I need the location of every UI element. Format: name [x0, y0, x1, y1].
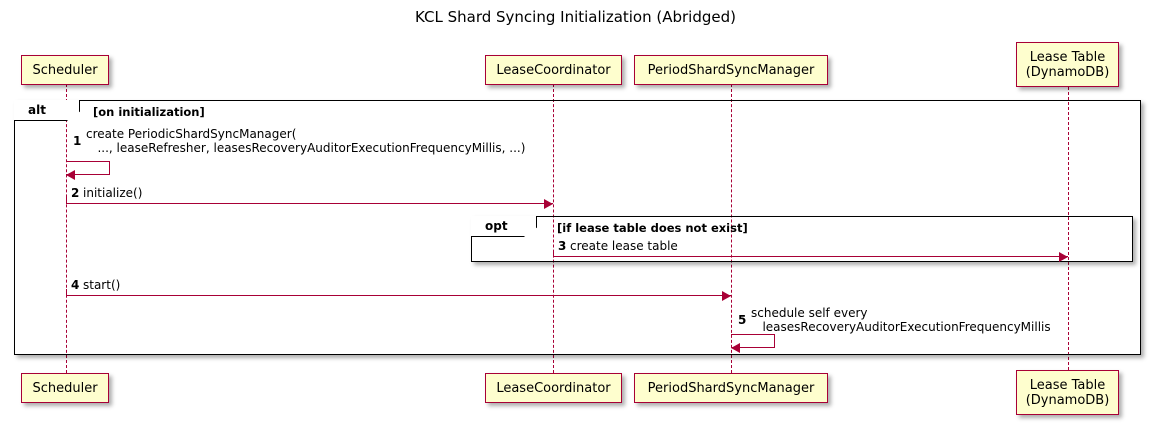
message-4-sequence-number: 4 [71, 278, 80, 292]
participant-label: PeriodShardSyncManager [647, 62, 815, 78]
message-1-sequence-number: 1 [73, 134, 82, 148]
diagram-title: KCL Shard Syncing Initialization (Abridg… [415, 8, 736, 26]
message-2-arrowhead [544, 199, 553, 209]
fragment-opt-operator-box: opt [471, 216, 537, 237]
participant-label: Lease Table (DynamoDB) [1025, 49, 1110, 80]
participant-label: PeriodShardSyncManager [647, 380, 815, 396]
lifeline-lease-table [1068, 87, 1069, 370]
message-4-line[interactable] [66, 295, 731, 296]
message-2-origin-tick [66, 197, 67, 204]
fragment-operator-label: opt [485, 219, 508, 233]
fragment-alt-operator-box: alt [14, 100, 80, 121]
fragment-opt [471, 216, 1133, 262]
participant-lease-coordinator-bottom[interactable]: LeaseCoordinator [485, 373, 622, 403]
message-4-origin-tick [66, 289, 67, 296]
participant-scheduler-bottom[interactable]: Scheduler [21, 373, 109, 403]
participant-lease-table-bottom[interactable]: Lease Table (DynamoDB) [1016, 370, 1119, 415]
participant-period-shard-sync-manager-top[interactable]: PeriodShardSyncManager [634, 55, 828, 85]
participant-label: Scheduler [32, 380, 98, 396]
message-5-self-loop[interactable] [731, 334, 775, 348]
message-3-line[interactable] [553, 256, 1068, 257]
message-2-sequence-number: 2 [71, 186, 80, 200]
message-3-arrowhead [1059, 252, 1068, 262]
lifeline-lease-coordinator [553, 84, 554, 373]
message-5-sequence-number: 5 [738, 313, 747, 327]
participant-label: LeaseCoordinator [496, 380, 611, 396]
participant-lease-table-top[interactable]: Lease Table (DynamoDB) [1016, 42, 1119, 87]
lifeline-period-shard-sync-manager [731, 84, 732, 373]
lifeline-scheduler [66, 84, 67, 373]
message-5-arrowhead [731, 343, 740, 353]
message-1-arrowhead [66, 170, 75, 180]
message-1-label: create PeriodicShardSyncManager( ..., le… [86, 127, 526, 155]
participant-label: Scheduler [32, 62, 98, 78]
fragment-alt-condition: [on initialization] [93, 105, 205, 119]
message-4-arrowhead [722, 291, 731, 301]
message-3-label: create lease table [570, 239, 678, 253]
participant-lease-coordinator-top[interactable]: LeaseCoordinator [485, 55, 622, 85]
message-3-origin-tick [553, 250, 554, 257]
fragment-alt [14, 100, 1141, 355]
participant-period-shard-sync-manager-bottom[interactable]: PeriodShardSyncManager [634, 373, 828, 403]
message-3-sequence-number: 3 [558, 239, 567, 253]
message-4-label: start() [83, 278, 121, 292]
message-5-label: schedule self every leasesRecoveryAudito… [751, 306, 1051, 334]
participant-label: LeaseCoordinator [496, 62, 611, 78]
message-2-label: initialize() [83, 186, 143, 200]
participant-label: Lease Table (DynamoDB) [1025, 377, 1110, 408]
participant-scheduler-top[interactable]: Scheduler [21, 55, 109, 85]
message-2-line[interactable] [66, 203, 553, 204]
fragment-operator-label: alt [28, 103, 46, 117]
message-1-self-loop[interactable] [66, 161, 110, 175]
fragment-opt-condition: [if lease table does not exist] [557, 221, 748, 235]
